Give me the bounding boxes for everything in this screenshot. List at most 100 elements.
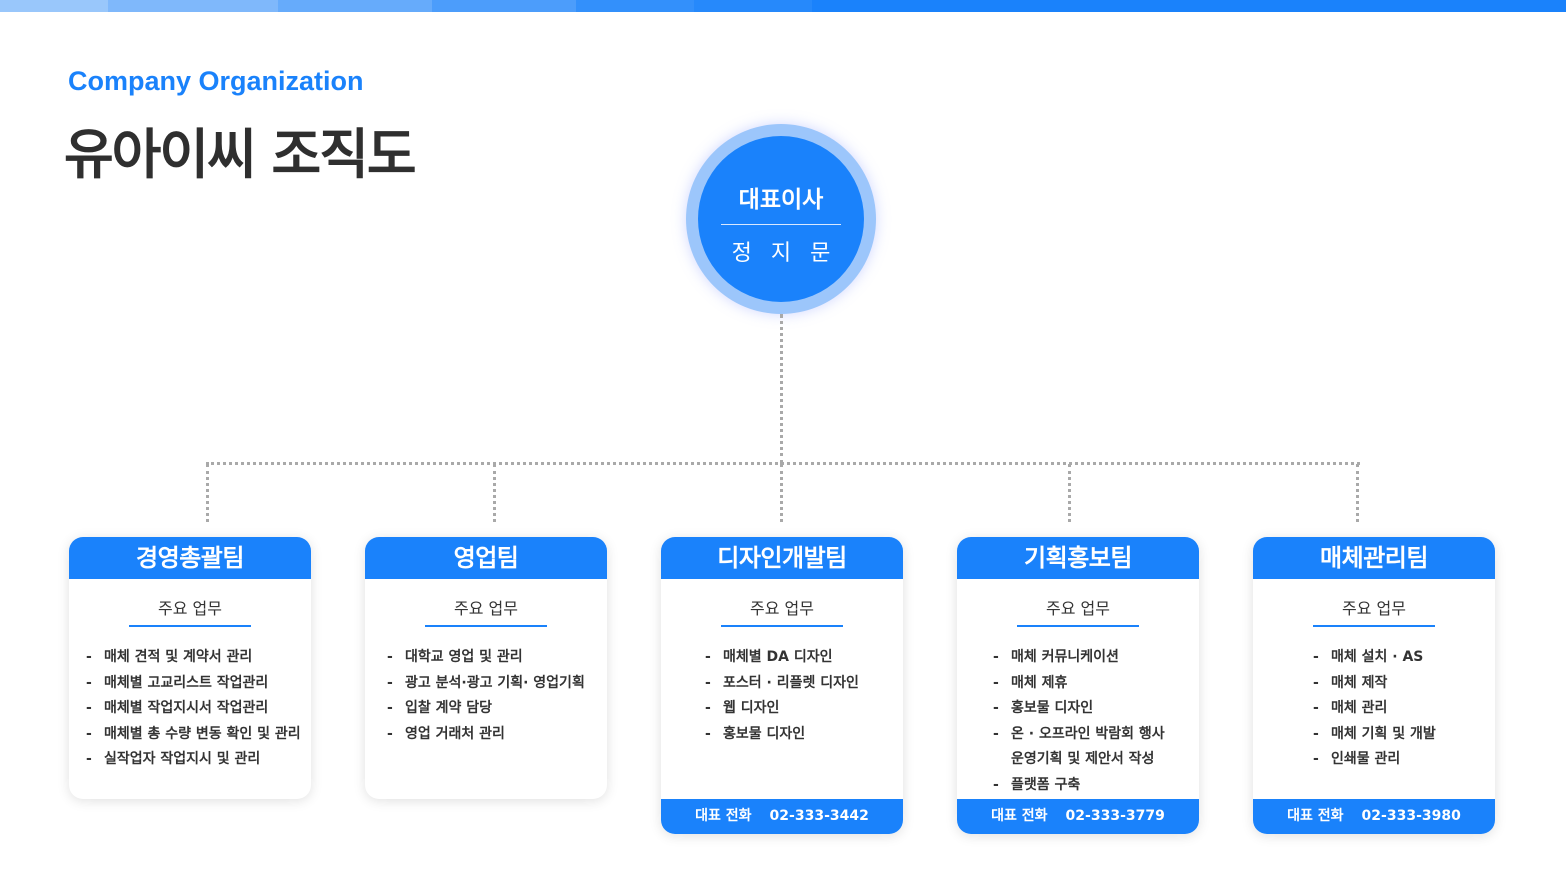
bullet-dash: - (1313, 751, 1319, 767)
bullet-dash: - (86, 700, 92, 716)
duty-item: -매체 견적 및 계약서 관리 (86, 645, 311, 671)
bullet-dash: - (705, 725, 711, 742)
duty-item: -웹 디자인 (705, 696, 903, 722)
connector-horizontal (206, 462, 1360, 465)
connector-team-2 (493, 464, 496, 522)
bar-segment (694, 0, 812, 12)
duties-list: -대학교 영업 및 관리 -광고 분석·광고 기획· 영업기획 -입찰 계약 담… (365, 645, 607, 747)
duties-list: -매체 견적 및 계약서 관리 -매체별 고교리스트 작업관리 -매체별 작업지… (69, 645, 311, 773)
bullet-dash: - (705, 700, 711, 716)
team-name: 디자인개발팀 (661, 537, 903, 579)
page-subtitle: Company Organization (68, 66, 364, 96)
bullet-dash: - (1313, 649, 1319, 665)
duty-item: -입찰 계약 담당 (387, 696, 607, 722)
duty-item: -인쇄물 관리 (1313, 747, 1495, 773)
duties-heading: 주요 업무 (158, 599, 222, 618)
phone-number[interactable]: 02-333-3442 (769, 808, 869, 824)
duty-item: -매체별 작업지시서 작업관리 (86, 696, 311, 722)
connector-team-1 (206, 464, 209, 522)
bullet-dash: - (705, 649, 711, 665)
bullet-dash: - (705, 674, 711, 691)
duties-list: -매체 커뮤니케이션 -매체 제휴 -홍보물 디자인 -온 · 오프라인 박람회… (957, 645, 1199, 798)
duties-heading: 주요 업무 (750, 599, 814, 618)
bullet-dash: - (1313, 700, 1319, 716)
duties-list: -매체 설치 · AS -매체 제작 -매체 관리 -매체 기획 및 개발 -인… (1253, 645, 1495, 773)
phone-number[interactable]: 02-333-3980 (1361, 808, 1461, 824)
team-name: 경영총괄팀 (69, 537, 311, 579)
duty-item: -매체 제휴 (993, 671, 1199, 697)
team-name: 매체관리팀 (1253, 537, 1495, 579)
duties-heading: 주요 업무 (1046, 599, 1110, 618)
team-card-sales: 영업팀 주요 업무 -대학교 영업 및 관리 -광고 분석·광고 기획· 영업기… (365, 537, 607, 799)
duty-item: -홍보물 디자인 (705, 722, 903, 748)
duties-heading: 주요 업무 (1342, 599, 1406, 618)
top-accent-bar (0, 0, 1566, 12)
duties-heading-underline (425, 625, 547, 627)
phone-footer: 대표 전화 02-333-3779 (957, 799, 1199, 834)
duty-item: -광고 분석·광고 기획· 영업기획 (387, 671, 607, 697)
phone-label: 대표 전화 (695, 808, 752, 824)
duty-item: -대학교 영업 및 관리 (387, 645, 607, 671)
duty-item: -포스터 · 리플렛 디자인 (705, 671, 903, 697)
duty-item: -매체별 DA 디자인 (705, 645, 903, 671)
bullet-dash: - (387, 700, 393, 716)
duty-item: -실작업자 작업지시 및 관리 (86, 747, 311, 773)
bullet-dash: - (387, 649, 393, 665)
phone-label: 대표 전화 (1287, 808, 1344, 824)
bullet-dash: - (993, 725, 999, 742)
duty-item: -매체 설치 · AS (1313, 645, 1495, 671)
duty-item: -영업 거래처 관리 (387, 722, 607, 748)
bullet-dash: - (387, 674, 393, 691)
team-card-management: 경영총괄팀 주요 업무 -매체 견적 및 계약서 관리 -매체별 고교리스트 작… (69, 537, 311, 799)
duty-item-continuation: -운영기획 및 제안서 작성 (1011, 751, 1155, 767)
phone-footer: 대표 전화 02-333-3442 (661, 799, 903, 834)
duties-heading-underline (129, 625, 251, 627)
duty-item: -온 · 오프라인 박람회 행사 (993, 722, 1199, 748)
ceo-divider (721, 224, 841, 225)
bar-segment (812, 0, 1566, 12)
duty-item: -매체 관리 (1313, 696, 1495, 722)
bullet-dash: - (86, 674, 92, 691)
duty-item: -매체별 총 수량 변동 확인 및 관리 (86, 722, 311, 748)
bullet-dash: - (993, 700, 999, 716)
team-card-planning-pr: 기획홍보팀 주요 업무 -매체 커뮤니케이션 -매체 제휴 -홍보물 디자인 -… (957, 537, 1199, 834)
ceo-name: 정 지 문 (731, 241, 837, 266)
bullet-dash: - (1313, 674, 1319, 691)
phone-number[interactable]: 02-333-3779 (1065, 808, 1165, 824)
duties-heading-underline (1313, 625, 1435, 627)
bullet-dash: - (387, 725, 393, 742)
phone-label: 대표 전화 (991, 808, 1048, 824)
duty-item: -홍보물 디자인 (993, 696, 1199, 722)
team-card-media-mgmt: 매체관리팀 주요 업무 -매체 설치 · AS -매체 제작 -매체 관리 -매… (1253, 537, 1495, 834)
connector-team-3 (780, 464, 783, 522)
bar-segment (278, 0, 432, 12)
connector-ceo-trunk (780, 314, 783, 464)
bullet-dash: - (86, 751, 92, 767)
duty-item: -플랫폼 구축 (993, 773, 1199, 799)
duties-heading-underline (1017, 625, 1139, 627)
team-name: 영업팀 (365, 537, 607, 579)
bullet-dash: - (86, 649, 92, 665)
bullet-dash: - (86, 725, 92, 742)
bar-segment (432, 0, 576, 12)
ceo-node: 대표이사 정 지 문 (698, 136, 864, 302)
page-title: 유아이씨 조직도 (64, 123, 417, 186)
connector-team-5 (1356, 464, 1359, 522)
bar-segment (108, 0, 278, 12)
bullet-dash: - (1313, 725, 1319, 742)
duty-item: -매체 커뮤니케이션 (993, 645, 1199, 671)
team-card-design-dev: 디자인개발팀 주요 업무 -매체별 DA 디자인 -포스터 · 리플렛 디자인 … (661, 537, 903, 834)
phone-footer: 대표 전화 02-333-3980 (1253, 799, 1495, 834)
ceo-role: 대표이사 (738, 187, 824, 213)
bar-segment (0, 0, 108, 12)
team-name: 기획홍보팀 (957, 537, 1199, 579)
bullet-dash: - (993, 674, 999, 691)
duties-heading: 주요 업무 (454, 599, 518, 618)
duties-heading-underline (721, 625, 843, 627)
bullet-dash: - (993, 649, 999, 665)
bullet-dash: - (993, 776, 999, 793)
connector-team-4 (1068, 464, 1071, 522)
duty-item: -매체 제작 (1313, 671, 1495, 697)
duties-list: -매체별 DA 디자인 -포스터 · 리플렛 디자인 -웹 디자인 -홍보물 디… (661, 645, 903, 747)
duty-item: -매체 기획 및 개발 (1313, 722, 1495, 748)
